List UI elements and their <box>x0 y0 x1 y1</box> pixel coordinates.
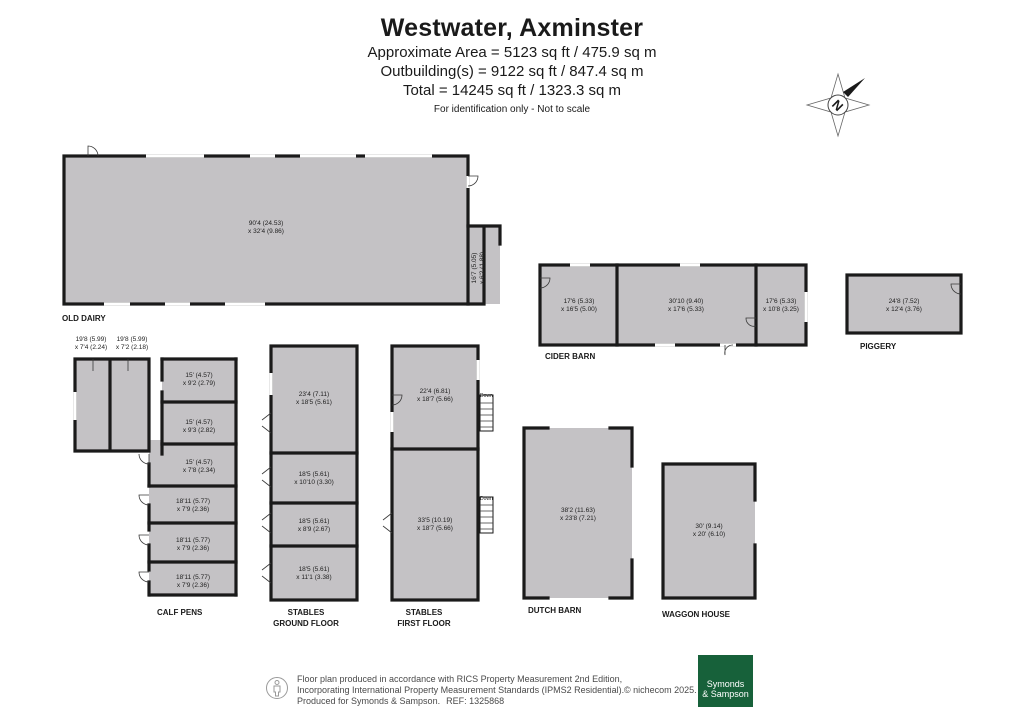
footer-line-1: Floor plan produced in accordance with R… <box>297 674 623 684</box>
footer-disclaimer: Floor plan produced in accordance with R… <box>297 674 697 707</box>
stables-gf-4-dim-2: x 11'1 (3.38) <box>296 574 331 581</box>
cider-barn-label: CIDER BARN <box>545 352 595 361</box>
calf-4-dim-2: x 7'9 (2.36) <box>177 506 209 513</box>
cider-left-dim-1: 17'6 (5.33) <box>564 298 595 305</box>
old-dairy-building: 90'4 (24.53) x 32'4 (9.86) 16'7 (5.05) x… <box>62 145 502 323</box>
calf-narrow-1-dim-2: x 7'4 (2.24) <box>75 344 107 351</box>
cider-mid-dim-2: x 17'6 (5.33) <box>668 306 704 313</box>
area-outbuildings: Outbuilding(s) = 9122 sq ft / 847.4 sq m <box>380 63 644 80</box>
old-dairy-small-dim-2: x 6'2 (1.88) <box>479 252 486 284</box>
footer-line-3: Produced for Symonds & Sampson. <box>297 696 441 706</box>
footer-ref: REF: 1325868 <box>446 696 505 706</box>
property-title: Westwater, Axminster <box>380 14 644 42</box>
logo-line-2: & Sampson <box>702 689 749 699</box>
stables-gf-label-1: STABLES <box>288 608 325 617</box>
calf-6-dim-2: x 7'9 (2.36) <box>177 582 209 589</box>
nichecom-copyright: © nichecom 2025. <box>624 685 697 695</box>
cider-right-dim-2: x 10'8 (3.25) <box>763 306 799 313</box>
calf-2-dim-1: 15' (4.57) <box>185 419 212 426</box>
old-dairy-main-dim-2: x 32'4 (9.86) <box>248 228 284 235</box>
waggon-house-building: 30' (9.14) x 20' (6.10) WAGGON HOUSE <box>661 462 757 619</box>
stables-ff-2-dim-2: x 18'7 (5.66) <box>417 525 453 532</box>
calf-2-dim-2: x 9'3 (2.82) <box>183 427 215 434</box>
stair-icon <box>479 496 494 534</box>
stables-gf-3-dim-2: x 8'9 (2.67) <box>298 526 330 533</box>
old-dairy-main-dim-1: 90'4 (24.53) <box>249 220 284 227</box>
stables-gf-3-dim-1: 18'5 (5.61) <box>299 518 330 525</box>
cider-barn-building: 17'6 (5.33) x 16'5 (5.00) 30'10 (9.40) x… <box>538 263 808 361</box>
symonds-sampson-logo: Symonds & Sampson <box>698 655 753 707</box>
stables-gf-4-dim-1: 18'5 (5.61) <box>299 566 330 573</box>
logo-line-1: Symonds <box>706 679 745 689</box>
area-approximate: Approximate Area = 5123 sq ft / 475.9 sq… <box>367 44 657 61</box>
stables-gf-1-dim-1: 23'4 (7.11) <box>299 391 329 398</box>
calf-5-dim-2: x 7'9 (2.36) <box>177 545 209 552</box>
dutch-barn-building: 38'2 (11.63) x 23'8 (7.21) DUTCH BARN <box>522 426 634 615</box>
stairs-down-label-1: Down <box>480 393 493 399</box>
cider-right-dim-1: 17'6 (5.33) <box>766 298 797 305</box>
piggery-dim-1: 24'8 (7.52) <box>889 298 920 305</box>
stairs-down-label-2: Down <box>480 496 493 502</box>
calf-3-dim-2: x 7'8 (2.34) <box>183 467 215 474</box>
footer-line-3-row: Produced for Symonds & Sampson. REF: 1325… <box>297 696 697 707</box>
old-dairy-label: OLD DAIRY <box>62 314 106 323</box>
cider-left-dim-2: x 16'5 (5.00) <box>561 306 597 313</box>
waggon-house-dim-2: x 20' (6.10) <box>693 531 725 538</box>
stables-ff-label-2: FIRST FLOOR <box>397 619 451 628</box>
identification-note: For identification only - Not to scale <box>433 104 591 115</box>
piggery-dim-2: x 12'4 (3.76) <box>886 306 922 313</box>
stables-gf-2-dim-2: x 10'10 (3.30) <box>294 479 334 486</box>
waggon-house-dim-1: 30' (9.14) <box>695 523 722 530</box>
header: Westwater, Axminster Approximate Area = … <box>0 14 1024 115</box>
calf-1-dim-1: 15' (4.57) <box>185 372 212 379</box>
calf-narrow-2-dim-1: 19'8 (5.99) <box>117 336 148 343</box>
old-dairy-small-dim-1: 16'7 (5.05) <box>471 253 478 284</box>
calf-narrow-1-dim-1: 19'8 (5.99) <box>76 336 107 343</box>
dutch-barn-dim-1: 38'2 (11.63) <box>561 507 595 514</box>
stables-ff-1-dim-2: x 18'7 (5.66) <box>417 396 453 403</box>
stair-icon <box>479 394 494 432</box>
stables-gf-2-dim-1: 18'5 (5.61) <box>299 471 330 478</box>
stables-gf-label-2: GROUND FLOOR <box>273 619 339 628</box>
dutch-barn-dim-2: x 23'8 (7.21) <box>560 515 596 522</box>
dutch-barn-label: DUTCH BARN <box>528 606 582 615</box>
area-total: Total = 14245 sq ft / 1323.3 sq m <box>402 82 622 99</box>
calf-narrow-2-dim-2: x 7'2 (2.18) <box>116 344 148 351</box>
calf-4-dim-1: 18'11 (5.77) <box>176 498 210 505</box>
cider-mid-dim-1: 30'10 (9.40) <box>669 298 704 305</box>
calf-1-dim-2: x 9'2 (2.79) <box>183 380 215 387</box>
piggery-label: PIGGERY <box>860 342 897 351</box>
calf-3-dim-1: 15' (4.57) <box>185 459 212 466</box>
waggon-house-label: WAGGON HOUSE <box>662 610 731 619</box>
calf-6-dim-1: 18'11 (5.77) <box>176 574 210 581</box>
compass-icon: N <box>805 72 871 138</box>
stables-ff-1-dim-1: 22'4 (6.81) <box>420 388 451 395</box>
stables-ground-floor-building: 23'4 (7.11) x 18'5 (5.61) 18'5 (5.61) x … <box>261 344 359 628</box>
calf-pens-label: CALF PENS <box>157 608 203 617</box>
calf-5-dim-1: 18'11 (5.77) <box>176 537 210 544</box>
stables-ff-label-1: STABLES <box>406 608 443 617</box>
footer-line-2: Incorporating International Property Mea… <box>297 685 625 695</box>
stables-first-floor-building: Down Down 22'4 (6.81) x 18'7 (5.66) 33'5… <box>382 344 494 628</box>
stables-ff-2-dim-1: 33'5 (10.19) <box>418 517 453 524</box>
calf-pens-building: 19'8 (5.99) x 7'4 (2.24) 19'8 (5.99) x 7… <box>73 336 238 617</box>
person-icon <box>266 677 288 699</box>
piggery-building: 24'8 (7.52) x 12'4 (3.76) PIGGERY <box>845 273 963 351</box>
stables-gf-1-dim-2: x 18'5 (5.61) <box>296 399 332 406</box>
